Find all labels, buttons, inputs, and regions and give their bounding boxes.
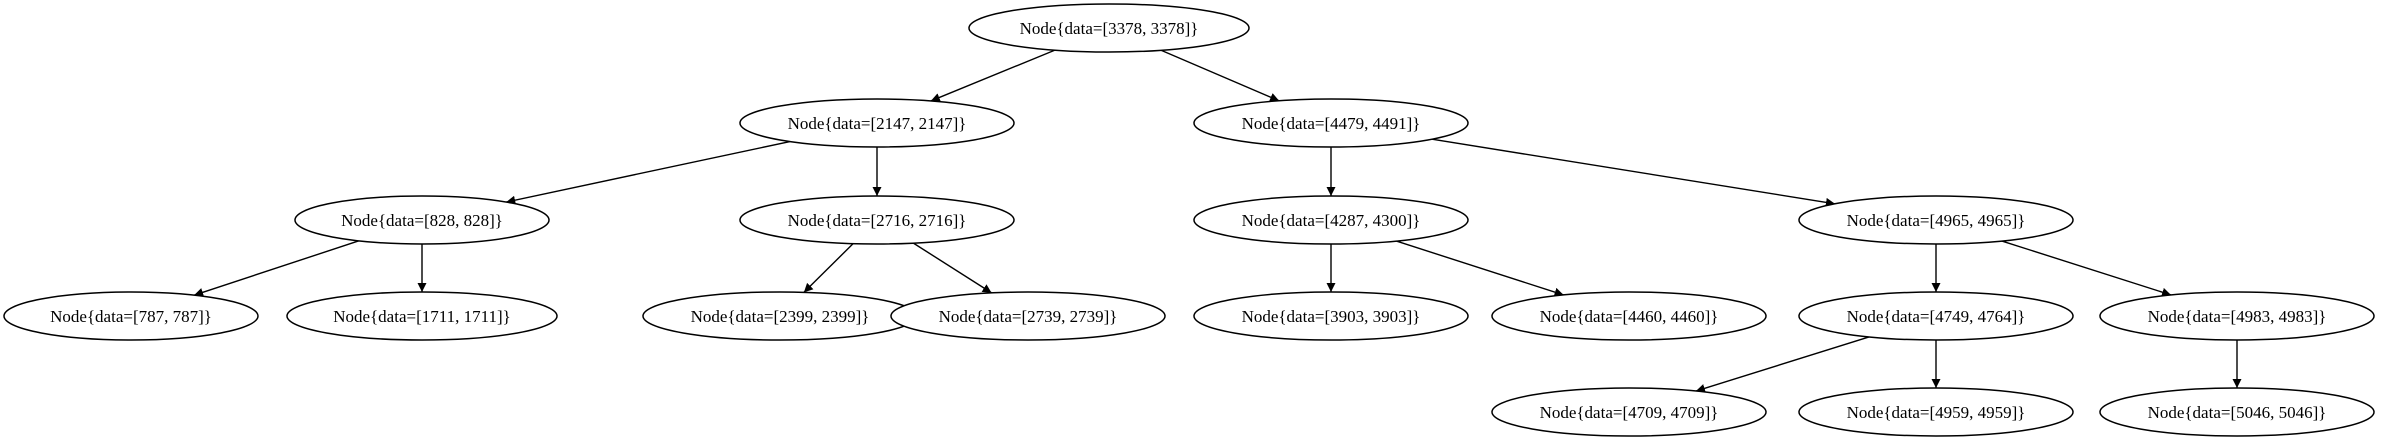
- tree-node: Node{data=[787, 787]}: [3, 291, 259, 341]
- node-ellipse: [739, 195, 1015, 245]
- node-ellipse: [1798, 291, 2074, 341]
- node-label: Node{data=[2739, 2739]}: [939, 307, 1118, 326]
- edge-arrow: [2001, 240, 2172, 297]
- node-label: Node{data=[1711, 1711]}: [333, 307, 511, 326]
- tree-node: Node{data=[1711, 1711]}: [286, 291, 558, 341]
- tree-node: Node{data=[3903, 3903]}: [1193, 291, 1469, 341]
- tree-node: Node{data=[4959, 4959]}: [1798, 387, 2074, 437]
- tree-node: Node{data=[4460, 4460]}: [1491, 291, 1767, 341]
- tree-node: Node{data=[2147, 2147]}: [739, 98, 1015, 148]
- node-label: Node{data=[4479, 4491]}: [1242, 114, 1421, 133]
- node-ellipse: [294, 195, 550, 245]
- node-label: Node{data=[4709, 4709]}: [1540, 403, 1719, 422]
- tree-node: Node{data=[4749, 4764]}: [1798, 291, 2074, 341]
- edge-arrow: [930, 49, 1056, 102]
- node-label: Node{data=[2716, 2716]}: [788, 211, 967, 230]
- node-label: Node{data=[4983, 4983]}: [2148, 307, 2327, 326]
- edge-arrow: [1160, 49, 1280, 102]
- tree-node: Node{data=[4709, 4709]}: [1491, 387, 1767, 437]
- node-ellipse: [286, 291, 558, 341]
- tree-node: Node{data=[2399, 2399]}: [642, 291, 918, 341]
- node-ellipse: [2099, 291, 2375, 341]
- node-label: Node{data=[4287, 4300]}: [1242, 211, 1421, 230]
- node-ellipse: [1193, 195, 1469, 245]
- node-label: Node{data=[4965, 4965]}: [1847, 211, 2026, 230]
- tree-node: Node{data=[4479, 4491]}: [1193, 98, 1469, 148]
- nodes-layer: Node{data=[3378, 3378]} Node{data=[2147, …: [3, 3, 2375, 437]
- edge-arrow: [1396, 240, 1564, 297]
- node-label: Node{data=[3903, 3903]}: [1242, 307, 1421, 326]
- tree-node: Node{data=[4287, 4300]}: [1193, 195, 1469, 245]
- tree-node: Node{data=[4983, 4983]}: [2099, 291, 2375, 341]
- node-label: Node{data=[787, 787]}: [50, 307, 212, 326]
- edge-arrow: [1695, 336, 1870, 393]
- edge-arrow: [1431, 138, 1836, 207]
- node-label: Node{data=[3378, 3378]}: [1020, 19, 1199, 38]
- node-ellipse: [2099, 387, 2375, 437]
- tree-node: Node{data=[4965, 4965]}: [1798, 195, 2074, 245]
- node-label: Node{data=[4460, 4460]}: [1540, 307, 1719, 326]
- edges-layer: [193, 49, 2242, 393]
- edge-arrow: [193, 240, 360, 297]
- node-ellipse: [739, 98, 1015, 148]
- node-ellipse: [968, 3, 1250, 53]
- node-ellipse: [1491, 291, 1767, 341]
- node-label: Node{data=[4959, 4959]}: [1847, 403, 2026, 422]
- tree-node: Node{data=[828, 828]}: [294, 195, 550, 245]
- node-label: Node{data=[2147, 2147]}: [788, 114, 967, 133]
- node-ellipse: [1798, 195, 2074, 245]
- node-ellipse: [1193, 291, 1469, 341]
- tree-node: Node{data=[3378, 3378]}: [968, 3, 1250, 53]
- node-label: Node{data=[828, 828]}: [341, 211, 503, 230]
- node-ellipse: [890, 291, 1166, 341]
- tree-node: Node{data=[5046, 5046]}: [2099, 387, 2375, 437]
- tree-node: Node{data=[2716, 2716]}: [739, 195, 1015, 245]
- node-ellipse: [1491, 387, 1767, 437]
- edge-arrow: [913, 242, 992, 294]
- edge-arrow: [506, 140, 791, 205]
- tree-node: Node{data=[2739, 2739]}: [890, 291, 1166, 341]
- node-ellipse: [3, 291, 259, 341]
- edge-arrow: [803, 243, 854, 293]
- node-label: Node{data=[5046, 5046]}: [2148, 403, 2327, 422]
- node-label: Node{data=[4749, 4764]}: [1847, 307, 2026, 326]
- node-ellipse: [1798, 387, 2074, 437]
- node-label: Node{data=[2399, 2399]}: [691, 307, 870, 326]
- node-ellipse: [1193, 98, 1469, 148]
